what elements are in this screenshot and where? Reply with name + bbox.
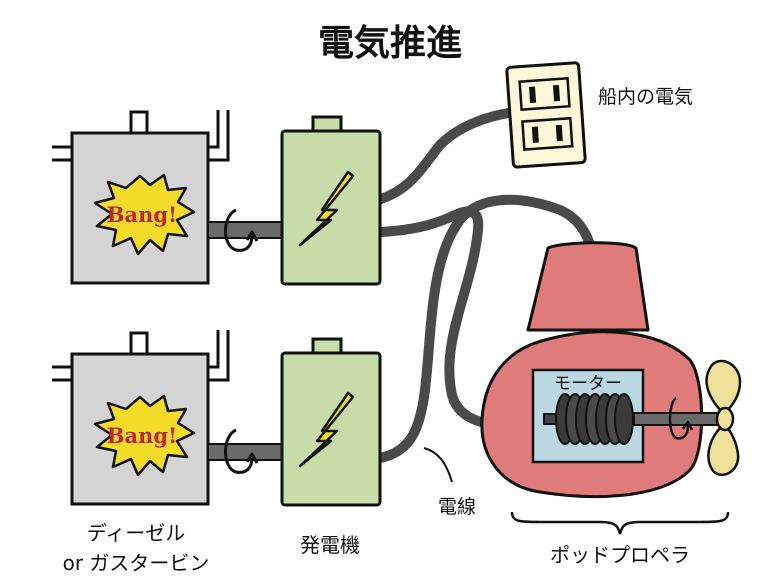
rotation-arrow-icon [224,208,254,252]
wire-leader-line [423,447,453,483]
rotation-arrow-icon [668,397,690,440]
engine-2: Bang! [52,330,230,506]
propeller-icon [705,359,742,477]
generator-label: 発電機 [300,533,360,557]
explosion-burst-icon [93,394,196,477]
wire-label: 電線 [438,496,476,518]
lightning-bolt-icon [298,170,355,247]
bang-text-1: Bang! [107,202,178,227]
pod-propeller: モーター [480,241,742,498]
motor-coil-icon [543,393,634,445]
engine-label-line1: ディーゼル [87,521,186,545]
diagram-title: 電気推進 [318,23,462,64]
lightning-bolt-icon [298,391,355,468]
engine-1: Bang! [52,110,230,285]
power-outlet-icon [505,61,587,169]
shaft-1 [207,208,283,252]
bang-text-2: Bang! [107,423,178,448]
generator-2 [280,337,382,507]
outlet-label: 船内の電気 [598,86,693,108]
pod-label: ポッドプロペラ [550,543,690,567]
explosion-burst-icon [93,173,196,256]
engine-label-line2: or ガスタービン [63,551,210,575]
shaft-2 [207,428,283,474]
generator-1 [280,115,382,286]
motor-label: モーター [554,374,622,394]
cable-to-outlet [373,107,521,205]
rotation-arrow-icon [224,428,254,474]
pod-brace [510,511,730,535]
